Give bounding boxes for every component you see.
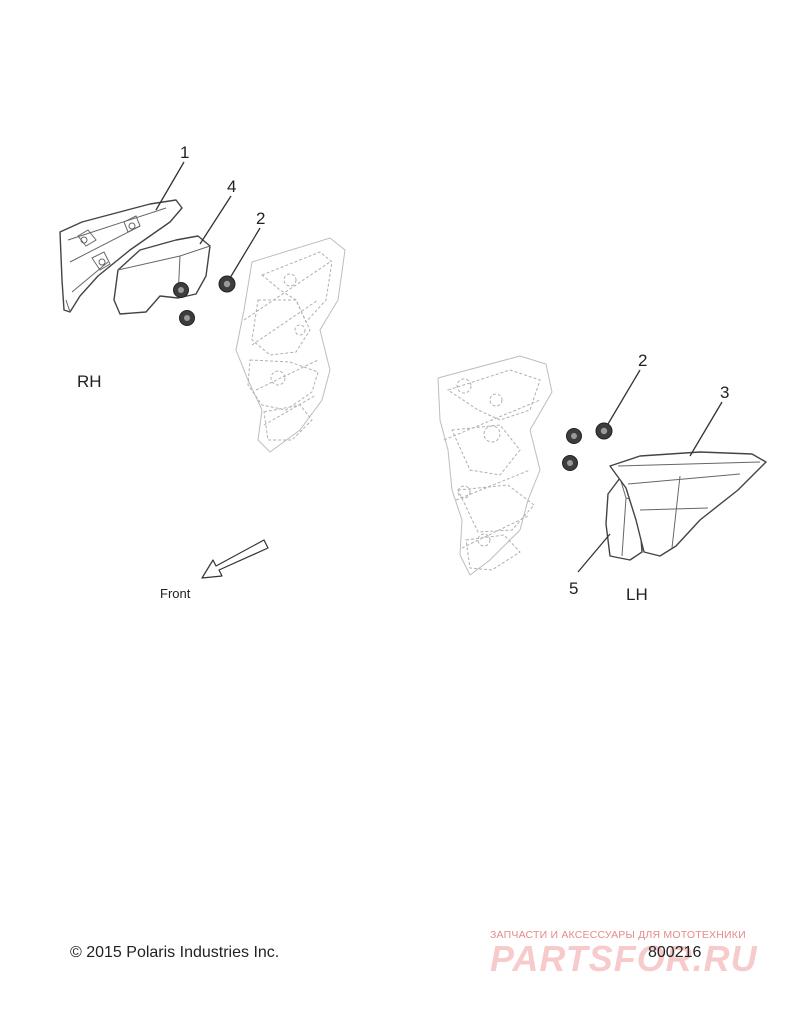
rh-frame-ghost [235,237,346,453]
lh-cover-part [609,451,767,557]
callout-lh-cover: 3 [720,383,729,402]
side-label-lh: LH [626,585,648,604]
callout-rh-foam: 4 [227,177,236,196]
lh-grommet-lower [562,455,578,471]
rh-grommet-mid [173,282,189,298]
rh-cover-part [59,199,183,313]
lh-grommet-mid [566,428,582,444]
rh-grommet-upper [218,275,236,293]
leader-rh-cover [155,161,185,211]
lh-grommet-upper [595,422,613,440]
callout-rh-grommet: 2 [256,209,265,228]
part-number: 800216 [648,944,702,961]
leader-lh-cover [689,401,723,457]
watermark-logo: PARTSFOR.RU [490,938,758,979]
leader-rh-grommet [229,227,261,279]
lh-frame-ghost [437,355,553,576]
leader-lh-grommet [607,369,641,425]
arrow-front-icon [201,539,269,579]
watermark-tagline: ЗАПЧАСТИ И АКСЕССУАРЫ ДЛЯ МОТОТЕХНИКИ [490,929,746,941]
rh-grommet-lower [179,310,195,326]
leader-rh-foam [199,195,232,245]
copyright-text: © 2015 Polaris Industries Inc. [70,944,280,961]
callout-rh-cover: 1 [180,143,189,162]
callout-lh-grommet: 2 [638,351,647,370]
callout-lh-foam: 5 [569,579,578,598]
side-label-rh: RH [77,372,102,391]
leader-lh-foam [577,533,611,573]
direction-label: Front [160,586,191,601]
